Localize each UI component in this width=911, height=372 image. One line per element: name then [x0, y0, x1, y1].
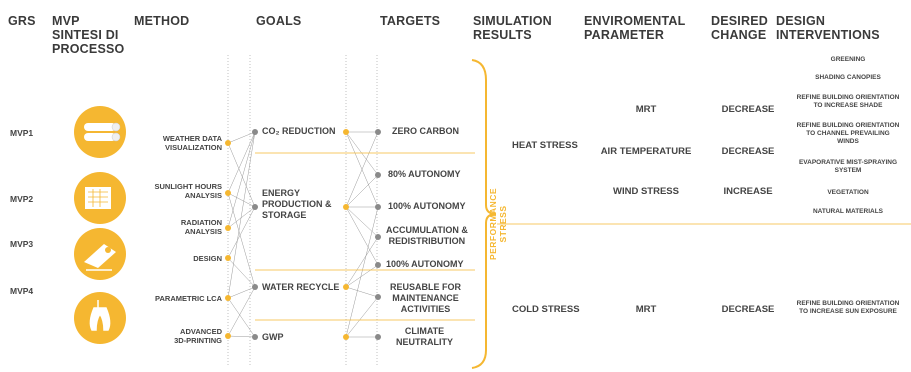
method-item: DESIGN [193, 254, 222, 263]
goal-left-dots [252, 129, 258, 340]
header-simulation: SIMULATION RESULTS [473, 14, 552, 42]
goal-item: WATER RECYCLE [262, 282, 340, 292]
mvp-label-1: MVP1 [10, 128, 34, 138]
sim-result-cold: COLD STRESS [512, 304, 580, 315]
target-item: 80% AUTONOMY [388, 169, 461, 179]
method-dots [225, 140, 231, 339]
mvp-label-2: MVP2 [10, 194, 34, 204]
sim-result-heat: HEAT STRESS [512, 140, 578, 151]
target-item: 100% AUTONOMY [386, 259, 464, 269]
design-item: REFINE BUILDING ORIENTATION TO INCREASE … [796, 300, 900, 315]
header-method: METHOD [134, 14, 190, 28]
goal-right-dots [343, 129, 349, 340]
goal-item: ENERGY PRODUCTION & STORAGE [262, 188, 332, 220]
header-goals: GOALS [256, 14, 302, 28]
brace-shape [471, 59, 497, 369]
header-design: DESIGN INTERVENTIONS [776, 14, 880, 42]
method-item: PARAMETRIC LCA [155, 294, 222, 303]
design-item: NATURAL MATERIALS [812, 208, 884, 215]
change-item: INCREASE [723, 186, 773, 197]
header-targets: TARGETS [380, 14, 441, 28]
design-item: VEGETATION [827, 189, 869, 196]
target-item: CLIMATE NEUTRALITY [396, 326, 453, 347]
mvp-label-3: MVP3 [10, 239, 34, 249]
column-guides [227, 55, 378, 365]
design-item: EVAPORATIVE MIST-SPRAYING SYSTEM [798, 159, 898, 174]
header-grs: GRS [8, 14, 36, 28]
mvp-label-4: MVP4 [10, 286, 34, 296]
change-item: DECREASE [721, 146, 775, 157]
method-goal-links [227, 131, 256, 338]
design-item: REFINE BUILDING ORIENTATION TO CHANNEL P… [796, 122, 900, 145]
goal-target-links [345, 131, 379, 338]
goal-item: CO₂ REDUCTION [262, 126, 336, 136]
mvp2-icon [74, 172, 126, 224]
method-item: WEATHER DATA VISUALIZATION [162, 134, 222, 152]
param-item: MRT [635, 304, 657, 315]
param-item: AIR TEMPERATURE [600, 146, 692, 157]
change-item: DECREASE [721, 304, 775, 315]
method-item: RADIATION ANALYSIS [180, 218, 222, 236]
mvp1-icon [74, 106, 126, 158]
design-item: GREENING [830, 56, 866, 63]
target-dots [375, 129, 381, 340]
param-item: MRT [635, 104, 657, 115]
mvp4-icon [74, 292, 126, 344]
target-item: ACCUMULATION & REDISTRIBUTION [386, 225, 468, 246]
target-item: ZERO CARBON [392, 126, 459, 136]
target-item: REUSABLE FOR MAINTENANCE ACTIVITIES [390, 282, 462, 314]
param-item: WIND STRESS [613, 186, 679, 197]
header-change: DESIRED CHANGE [711, 14, 768, 42]
target-item: 100% AUTONOMY [388, 201, 466, 211]
method-item: SUNLIGHT HOURS ANALYSIS [154, 182, 223, 200]
mvp3-icon [74, 228, 126, 280]
performance-stress-label: PERFORMANCE STRESS [488, 187, 508, 261]
design-item: REFINE BUILDING ORIENTATION TO INCREASE … [796, 94, 900, 109]
goal-item: GWP [262, 332, 284, 342]
design-item: SHADING CANOPIES [815, 74, 881, 81]
goal-separators [255, 152, 475, 321]
change-item: DECREASE [721, 104, 775, 115]
header-parameter: ENVIROMENTAL PARAMETER [584, 14, 686, 42]
header-mvp: MVP SINTESI DI PROCESSO [52, 14, 125, 56]
method-item: ADVANCED 3D-PRINTING [174, 327, 222, 345]
